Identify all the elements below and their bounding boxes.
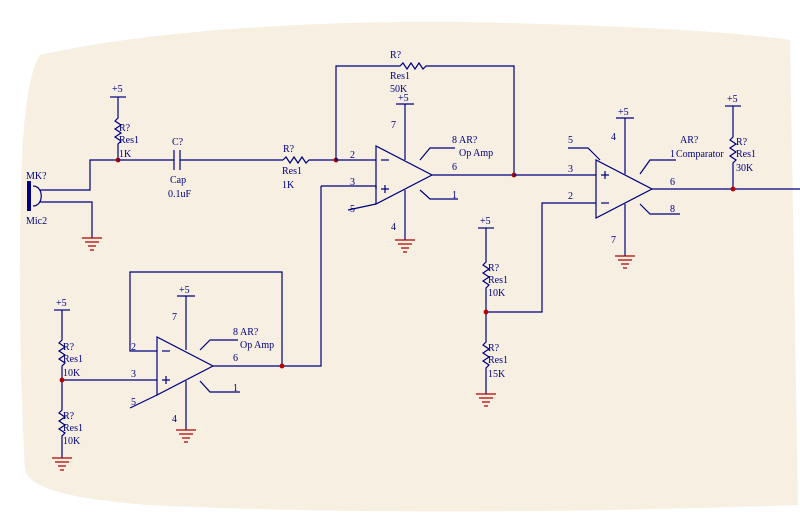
capacitor-value: 0.1uF: [168, 189, 192, 200]
resistor-part: Res1: [390, 71, 410, 82]
resistor-value: 50K: [390, 84, 408, 95]
resistor-part: Res1: [488, 275, 508, 286]
pin-5: 5: [350, 204, 355, 215]
resistor-part: Res1: [63, 423, 83, 434]
resistor-value: 10K: [63, 436, 81, 447]
junction-dot: [730, 186, 736, 192]
pin-vcc: 4: [611, 132, 616, 143]
resistor-designator: R?: [488, 343, 500, 354]
resistor-part: Res1: [119, 135, 139, 146]
resistor-feedback-50k: R? Res1 50K: [335, 50, 515, 174]
supply-label: +5: [618, 107, 629, 118]
resistor-part: Res1: [63, 354, 83, 365]
pin-gnd: 4: [391, 222, 396, 233]
capacitor: C? Cap 0.1uF: [118, 137, 283, 200]
mic-body: [27, 181, 31, 211]
supply-label: +5: [727, 94, 738, 105]
pin-5: 5: [131, 397, 136, 408]
resistor-designator: R?: [488, 263, 500, 274]
pin-8: 8: [233, 327, 238, 338]
comparator-part: Comparator: [676, 149, 724, 160]
resistor-part: Res1: [282, 166, 302, 177]
resistor-value: 10K: [488, 288, 506, 299]
junction-dot: [483, 309, 489, 315]
supply-label: +5: [56, 298, 67, 309]
capacitor-designator: C?: [172, 137, 184, 148]
pin-1: 1: [233, 383, 238, 394]
capacitor-part: Cap: [170, 175, 186, 186]
microphone: MK? Mic2: [26, 159, 118, 238]
resistor-value: 30K: [736, 163, 754, 174]
supply-label: +5: [398, 93, 409, 104]
mic-designator: MK?: [26, 171, 47, 182]
pin-noninverting: 3: [568, 164, 573, 175]
opamp-designator: AR?: [459, 135, 478, 146]
resistor-part: Res1: [488, 355, 508, 366]
paper-background: [19, 21, 798, 512]
comparator: +5 4 5 3 2 1 6 8 7 AR? Comparator: [514, 107, 800, 256]
mic-part: Mic2: [26, 216, 47, 227]
pin-output: 6: [670, 177, 675, 188]
opamp-triangle: [156, 336, 215, 396]
pin-gnd: 7: [611, 235, 616, 246]
pin-1: 1: [452, 190, 457, 201]
pin-noninverting: 3: [350, 177, 355, 188]
pin-noninverting: 3: [131, 369, 136, 380]
supply-label: +5: [480, 216, 491, 227]
resistor-designator: R?: [63, 411, 75, 422]
pin-inverting: 2: [568, 191, 573, 202]
opamp-part: Op Amp: [240, 340, 274, 351]
mic-diaphragm: [32, 185, 42, 207]
pin-5: 5: [568, 135, 573, 146]
ground-symbol: [615, 255, 635, 269]
junction-dot: [59, 377, 65, 383]
pin-vcc: 7: [172, 312, 177, 323]
junction-dot: [279, 363, 285, 369]
opamp-part: Op Amp: [459, 148, 493, 159]
ground-symbol: [82, 237, 102, 251]
pin-output: 6: [233, 353, 238, 364]
supply-label: +5: [179, 285, 190, 296]
resistor-value: 15K: [488, 369, 506, 380]
voltage-divider-reference: +5 R? Res1 10K R? Res1 15K: [478, 202, 596, 394]
resistor-designator: R?: [119, 123, 131, 134]
pin-gnd: 4: [172, 414, 177, 425]
resistor-designator: R?: [63, 342, 75, 353]
comparator-triangle: [595, 159, 654, 219]
ground-symbol: [476, 393, 496, 407]
resistor-value: 1K: [282, 180, 295, 191]
pin-inverting: 2: [350, 150, 355, 161]
resistor-part: Res1: [736, 149, 756, 160]
pin-output: 6: [452, 162, 457, 173]
opamp-designator: AR?: [240, 327, 259, 338]
pin-8: 8: [670, 204, 675, 215]
opamp-bias: +5 7 2 3 5 6 8 1 4 AR? Op Amp: [62, 271, 283, 430]
resistor-pullup-30k: +5 R? Res1 30K: [725, 94, 756, 189]
resistor-series-1k: R? Res1 1K: [282, 144, 336, 191]
ground-symbol: [176, 429, 196, 443]
supply-label: +5: [112, 84, 123, 95]
pin-inverting: 2: [131, 342, 136, 353]
ground-symbol: [395, 239, 415, 253]
resistor-value: 1K: [119, 149, 132, 160]
voltage-divider-bias: +5 R? Res1 10K R? Res1 10K: [54, 298, 83, 458]
resistor-value: 10K: [63, 368, 81, 379]
pin-8: 8: [452, 135, 457, 146]
resistor-input-1k: +5 R? Res1 1K: [110, 84, 139, 160]
resistor-designator: R?: [283, 144, 295, 155]
ground-symbol: [52, 457, 72, 471]
comparator-designator: AR?: [680, 135, 699, 146]
resistor-designator: R?: [736, 137, 748, 148]
pin-vcc: 7: [391, 120, 396, 131]
opamp-triangle: [375, 145, 434, 205]
pin-1: 1: [670, 149, 675, 160]
opamp-main: +5 7 2 3 5 6 8 1 4 AR? Op Amp: [321, 93, 514, 240]
resistor-designator: R?: [390, 50, 402, 61]
